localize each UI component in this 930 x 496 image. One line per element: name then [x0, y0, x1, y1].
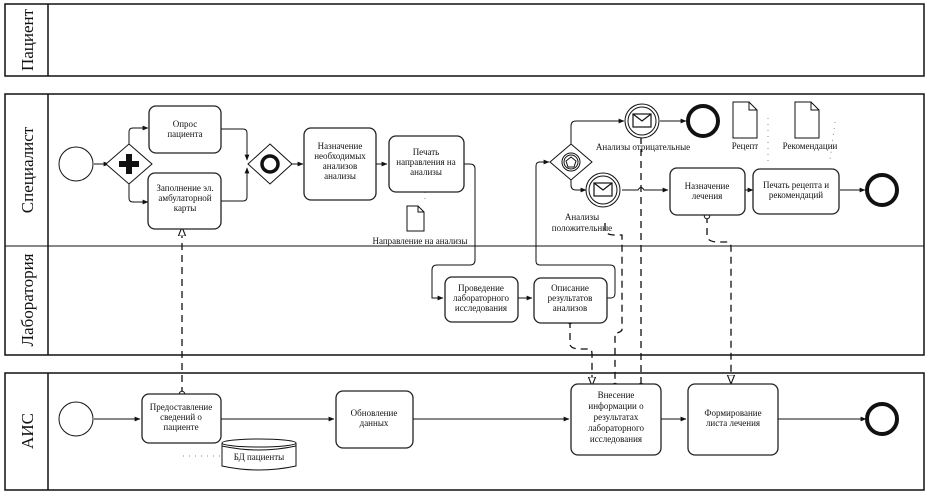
- document-icon: [406, 205, 425, 232]
- data-store-patients[interactable]: БД пациенты: [221, 438, 297, 471]
- start-event-specialist[interactable]: [58, 146, 94, 182]
- envelope-icon: [593, 182, 613, 197]
- document-icon: [732, 101, 758, 139]
- referral-doc-label: Направление на анализы: [372, 236, 467, 246]
- end-event-negative[interactable]: [686, 104, 720, 138]
- data-object-recommendations[interactable]: Рекомендации: [783, 101, 838, 151]
- lane-title-lab: Лаборатория: [18, 253, 37, 346]
- document-icon: [794, 101, 820, 139]
- start-event-ais[interactable]: [58, 401, 94, 437]
- inclusive-gateway[interactable]: [247, 143, 293, 185]
- parallel-gateway[interactable]: [105, 143, 153, 185]
- message-event-negative[interactable]: [624, 103, 660, 139]
- pool-patient: Пациент: [4, 3, 925, 77]
- event-based-gateway[interactable]: [549, 143, 593, 181]
- data-object-referral[interactable]: Направление на анализы: [372, 205, 468, 246]
- positive-tests-label-line2: положительные: [552, 223, 612, 233]
- negative-tests-label: Анализы отрицательные: [596, 142, 690, 152]
- end-event-ais[interactable]: [865, 402, 899, 436]
- envelope-icon: [632, 113, 652, 128]
- db-patients-label: БД пациенты: [234, 452, 284, 462]
- message-event-positive[interactable]: [585, 172, 621, 208]
- plus-icon: [119, 154, 139, 174]
- pool-title-patient: Пациент: [18, 8, 37, 71]
- recipe-doc-label: Рецепт: [732, 141, 759, 151]
- lane-title-specialist: Специалист: [18, 126, 37, 213]
- database-icon: [221, 443, 297, 471]
- circle-icon: [260, 154, 280, 174]
- positive-tests-label-line1: Анализы: [565, 212, 599, 222]
- pentagon-icon: [565, 156, 577, 168]
- data-object-recipe[interactable]: Рецепт: [732, 101, 759, 151]
- recommend-doc-label: Рекомендации: [783, 141, 838, 151]
- end-event-specialist[interactable]: [865, 173, 899, 207]
- data-associations: [182, 118, 836, 457]
- pool-title-ais: АИС: [18, 413, 37, 449]
